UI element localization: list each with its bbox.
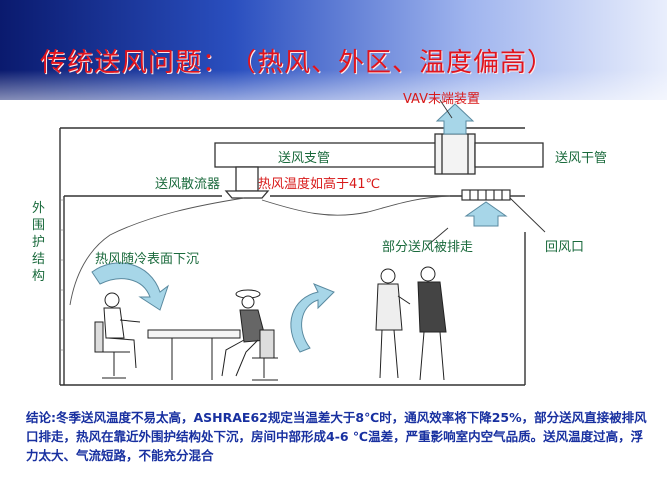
diffuser-label: 送风散流器 <box>155 177 221 192</box>
duct-drop <box>224 166 270 199</box>
branch-duct <box>214 142 441 168</box>
vav-pointer <box>439 99 453 119</box>
envelope-wall <box>60 199 64 351</box>
downdraft-arrow <box>91 262 169 311</box>
return-label: 回风口 <box>545 240 585 255</box>
vav-label: VAV末端装置 <box>403 92 481 107</box>
hot-air-temp-label: 热风温度如高于41℃ <box>258 177 381 192</box>
vav-up-arrow <box>435 103 475 135</box>
conclusion-text: 结论:冬季送风温度不易太高，ASHRAE62规定当温差大于8℃时，通风效率将下降… <box>26 410 647 463</box>
header-fade <box>0 70 667 130</box>
vav-box <box>434 133 476 175</box>
updraft-arrow <box>290 283 335 353</box>
downdraft-label: 热风随冷表面下沉 <box>95 252 200 267</box>
envelope-label: 外围护结构 <box>32 201 46 284</box>
standing-person-1 <box>375 268 411 379</box>
exhaust-pointer <box>427 227 449 246</box>
slide-title: 传统送风问题： （热风、外区、温度偏高） <box>40 48 555 78</box>
main-duct-label: 送风干管 <box>555 151 608 166</box>
return-pointer <box>509 197 546 233</box>
seated-person-right <box>221 289 278 381</box>
branch-duct-label: 送风支管 <box>278 151 331 166</box>
airflow-curve <box>69 197 245 306</box>
return-grille <box>461 189 511 201</box>
airflow-curve-right <box>261 195 451 216</box>
seated-person-left <box>94 292 141 379</box>
standing-person-2 <box>417 266 447 381</box>
return-up-arrow <box>464 201 508 227</box>
exhaust-label: 部分送风被排走 <box>382 240 474 255</box>
main-duct <box>474 142 544 168</box>
desk <box>147 329 241 380</box>
